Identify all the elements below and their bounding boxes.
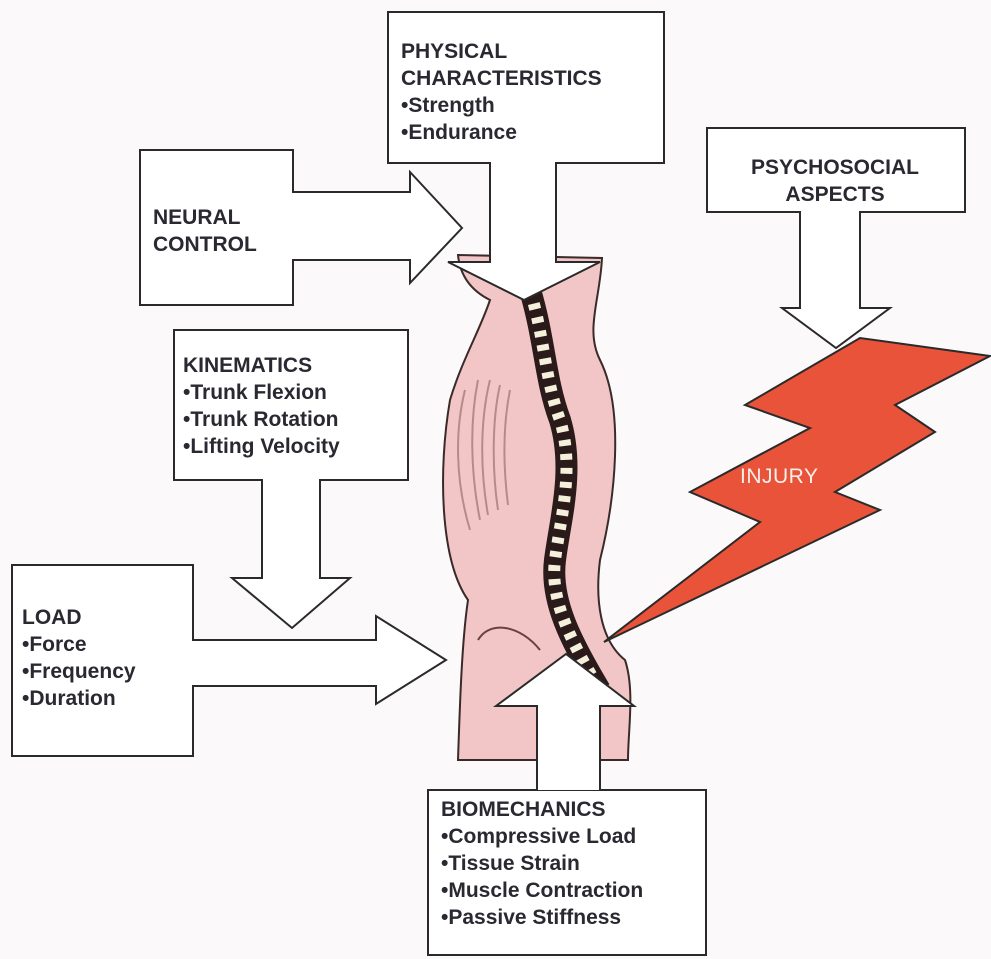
biomechanics-label: BIOMECHANICS •Compressive Load •Tissue S… xyxy=(441,796,643,931)
physical-title-line2: CHARACTERISTICS xyxy=(401,65,602,92)
load-label: LOAD •Force •Frequency •Duration xyxy=(22,604,136,712)
physical-title-line1: PHYSICAL xyxy=(401,38,602,65)
load-title: LOAD xyxy=(22,604,136,631)
injury-label: INJURY xyxy=(740,465,818,489)
load-item: •Frequency xyxy=(22,658,136,685)
biomechanics-item: •Tissue Strain xyxy=(441,850,643,877)
kinematics-label: KINEMATICS •Trunk Flexion •Trunk Rotatio… xyxy=(183,352,340,460)
neural-control-label: NEURAL CONTROL xyxy=(153,204,257,258)
physical-item: •Strength xyxy=(401,92,602,119)
kinematics-item: •Trunk Flexion xyxy=(183,379,340,406)
kinematics-item: •Trunk Rotation xyxy=(183,406,340,433)
physical-characteristics-label: PHYSICAL CHARACTERISTICS •Strength •Endu… xyxy=(401,38,602,146)
injury-lightning-bolt xyxy=(604,338,990,642)
psychosocial-aspects-label: PSYCHOSOCIAL ASPECTS xyxy=(730,154,940,208)
biomechanics-title: BIOMECHANICS xyxy=(441,796,643,823)
kinematics-item: •Lifting Velocity xyxy=(183,433,340,460)
load-item: •Duration xyxy=(22,685,136,712)
physical-item: •Endurance xyxy=(401,119,602,146)
biomechanics-item: •Compressive Load xyxy=(441,823,643,850)
neural-title-line2: CONTROL xyxy=(153,231,257,258)
load-item: •Force xyxy=(22,631,136,658)
kinematics-title: KINEMATICS xyxy=(183,352,340,379)
biomechanics-item: •Passive Stiffness xyxy=(441,904,643,931)
psychosocial-title-line2: ASPECTS xyxy=(730,181,940,208)
psychosocial-title-line1: PSYCHOSOCIAL xyxy=(730,154,940,181)
biomechanics-item: •Muscle Contraction xyxy=(441,877,643,904)
neural-title-line1: NEURAL xyxy=(153,204,257,231)
